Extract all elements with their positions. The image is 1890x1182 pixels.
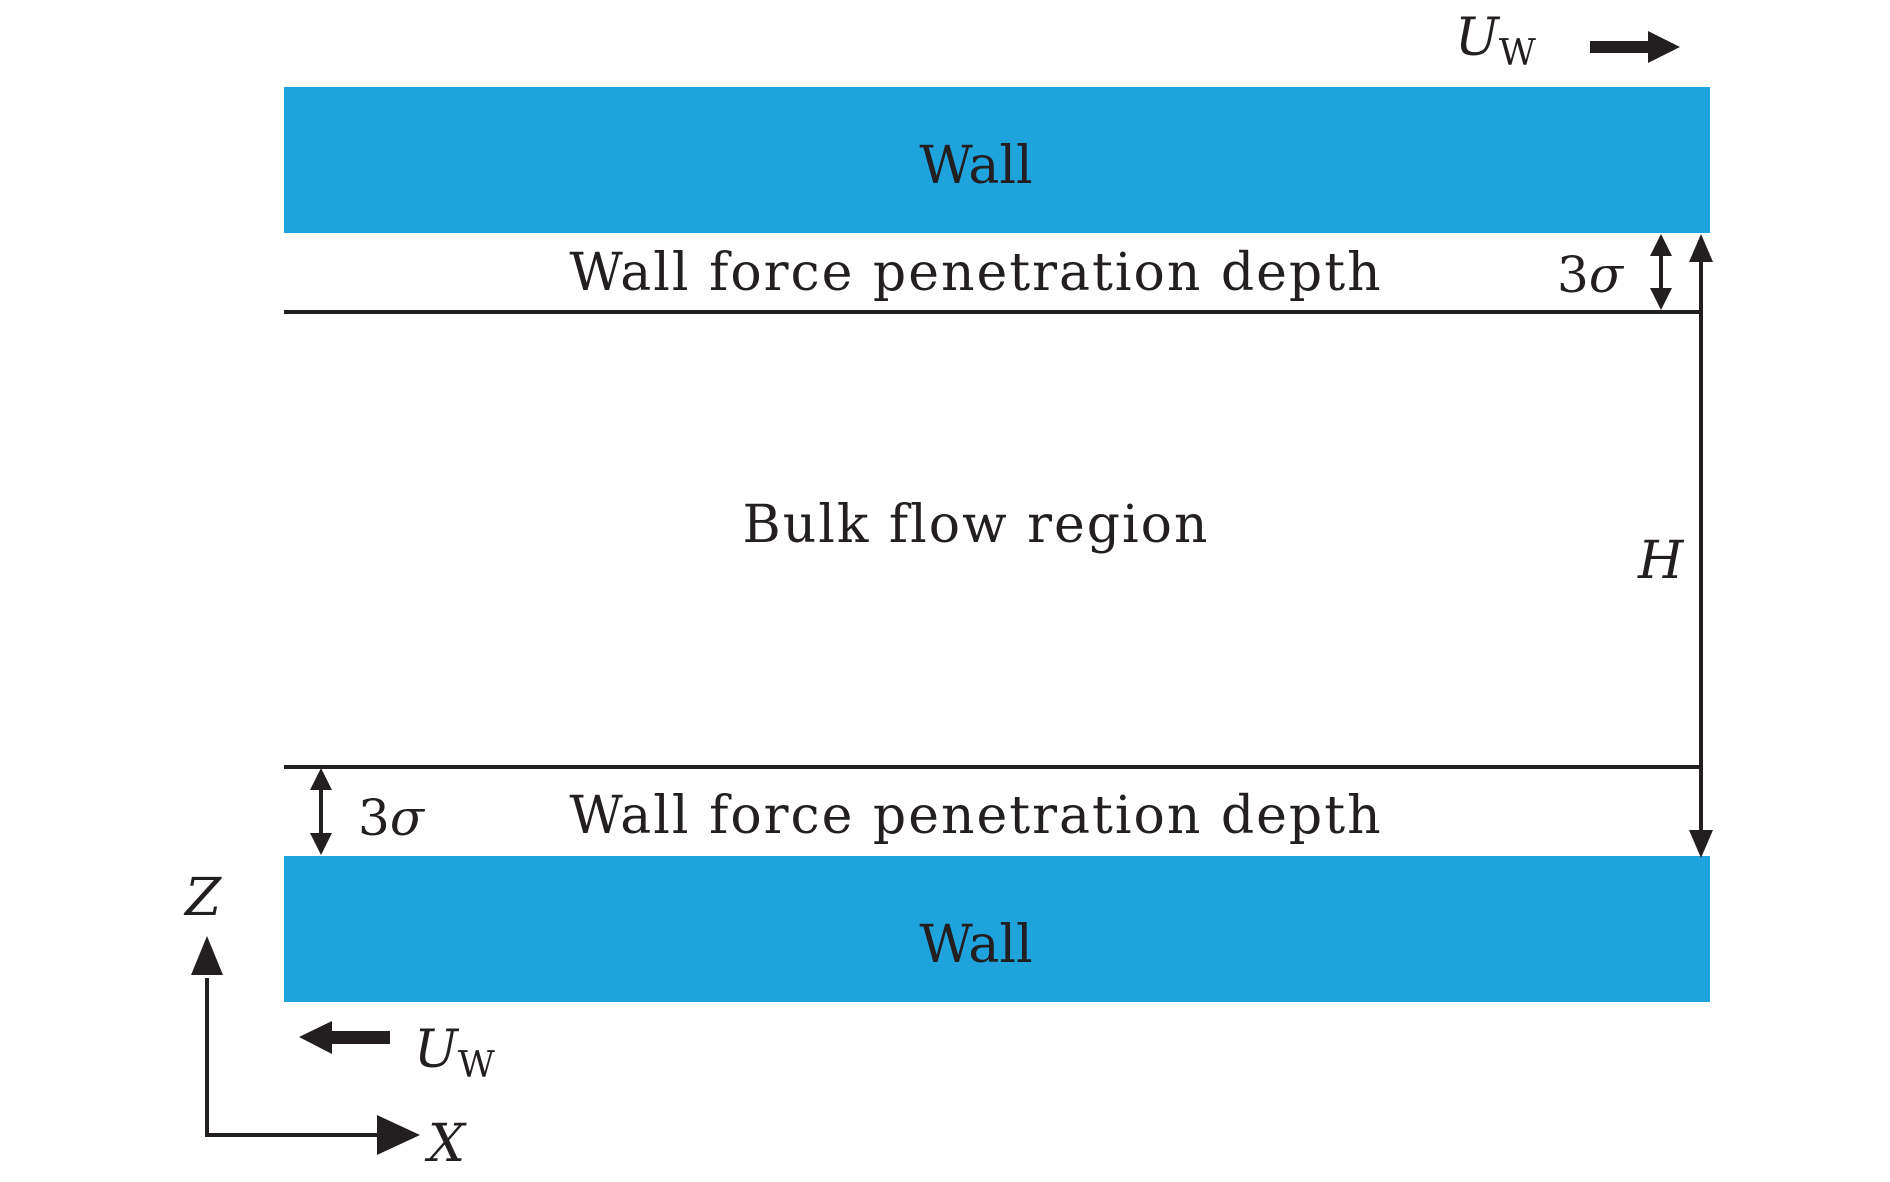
top-wall-label: Wall [919,136,1032,196]
x-axis-label: X [424,1114,467,1174]
channel-height-arrow [1689,234,1713,858]
bottom-wall-label: Wall [919,915,1032,975]
channel-height-label: H [1637,531,1685,591]
coordinate-axes [191,936,420,1155]
top-velocity-label: UW [1455,8,1536,74]
bottom-velocity-arrow-icon [299,1021,390,1054]
z-axis-label: Z [183,868,222,928]
top-velocity-arrow-icon [1590,31,1680,63]
top-penetration-label: Wall force penetration depth [569,243,1382,303]
bottom-wall [284,856,1710,1002]
top-wall [284,87,1710,233]
top-depth-arrow [1650,234,1672,310]
bottom-penetration-label: Wall force penetration depth [569,786,1382,846]
bottom-velocity-label: UW [414,1020,495,1086]
top-depth-label: 3σ [1557,246,1625,304]
bottom-depth-arrow [310,768,332,855]
bulk-flow-label: Bulk flow region [743,495,1210,555]
bottom-depth-label: 3σ [358,789,426,847]
